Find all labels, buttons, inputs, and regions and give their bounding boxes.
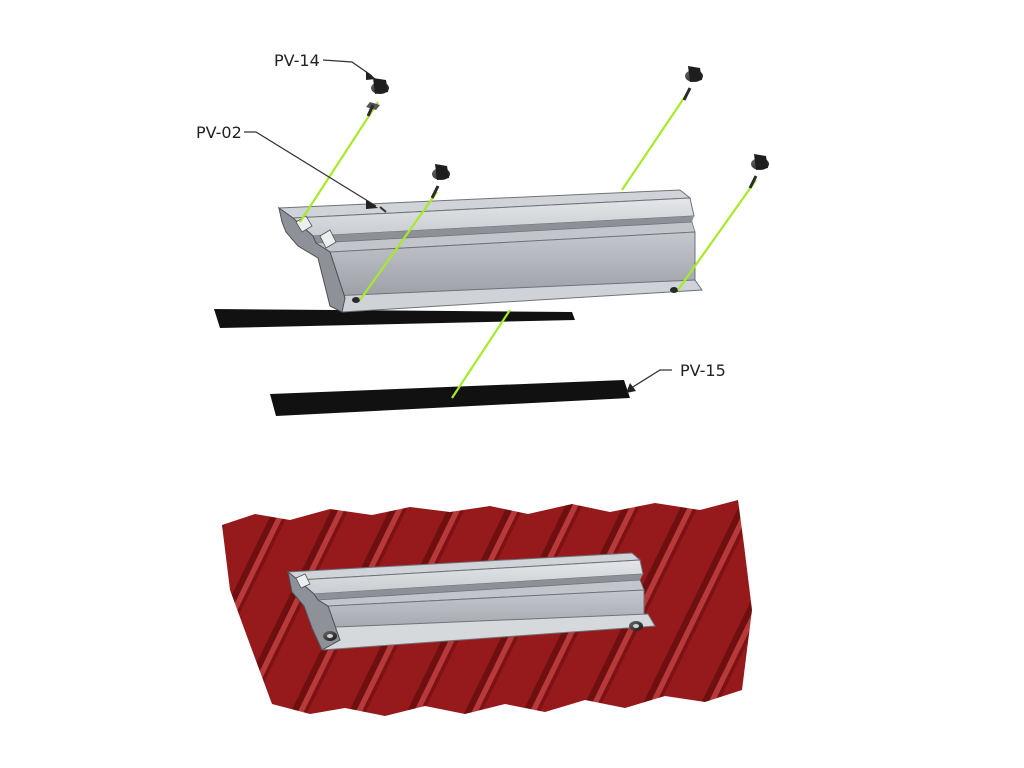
installed-view: [222, 500, 752, 716]
seal-strip-pv15: [270, 380, 630, 416]
guide-lines: [299, 91, 757, 399]
seal-strip-upper: [214, 309, 575, 328]
callout-rail-label: PV-02: [196, 123, 242, 142]
callout-seal-label: PV-15: [680, 361, 726, 380]
screw-2: [682, 66, 703, 101]
exploded-view: PV-14 PV-02 PV-15: [196, 51, 769, 416]
screw-3: [430, 164, 450, 199]
rail-exploded: [277, 189, 703, 313]
installed-screw-2: [629, 621, 643, 631]
rail-installed: [286, 552, 656, 651]
screw-4: [748, 154, 769, 189]
screw-1: [366, 78, 389, 117]
callout-screw-label: PV-14: [274, 51, 320, 70]
callout-leaders: [244, 59, 672, 391]
installed-screw-1: [323, 631, 337, 641]
